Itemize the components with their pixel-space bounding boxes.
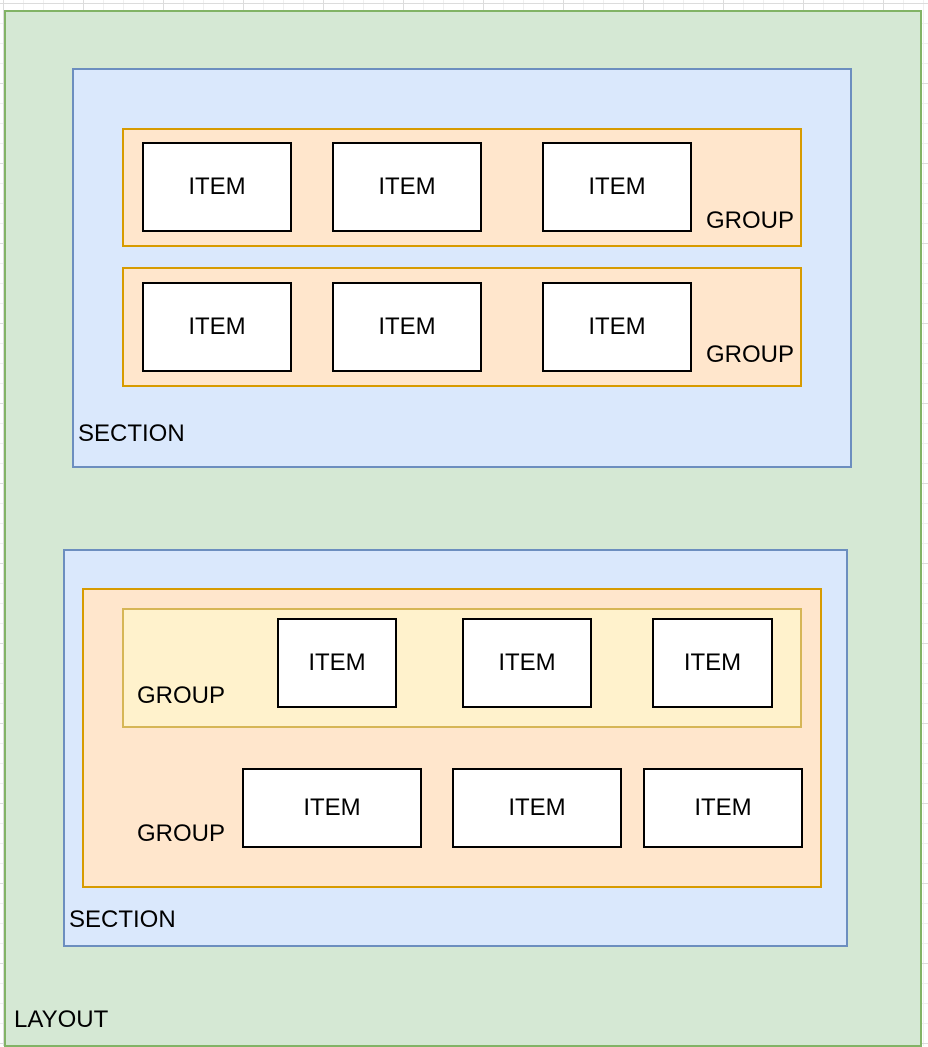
item-shape: ITEM (242, 768, 422, 848)
section-2-nested-group-label: GROUP (137, 682, 226, 709)
section-1-group-2-label: GROUP (705, 341, 794, 368)
item-shape: ITEM (542, 142, 692, 232)
item-shape: ITEM (643, 768, 803, 848)
item-shape: ITEM (462, 618, 592, 708)
item-shape: ITEM (142, 142, 292, 232)
item-shape: ITEM (652, 618, 773, 708)
item-shape: ITEM (332, 142, 482, 232)
section-1-group-1-label: GROUP (705, 207, 794, 234)
item-shape: ITEM (277, 618, 397, 708)
section-2-label: SECTION (69, 906, 176, 933)
item-shape: ITEM (332, 282, 482, 372)
layout-label: LAYOUT (14, 1006, 109, 1033)
item-shape: ITEM (142, 282, 292, 372)
section-2-group-1-label: GROUP (137, 820, 226, 847)
section-1-label: SECTION (78, 420, 185, 447)
item-shape: ITEM (542, 282, 692, 372)
item-shape: ITEM (452, 768, 622, 848)
